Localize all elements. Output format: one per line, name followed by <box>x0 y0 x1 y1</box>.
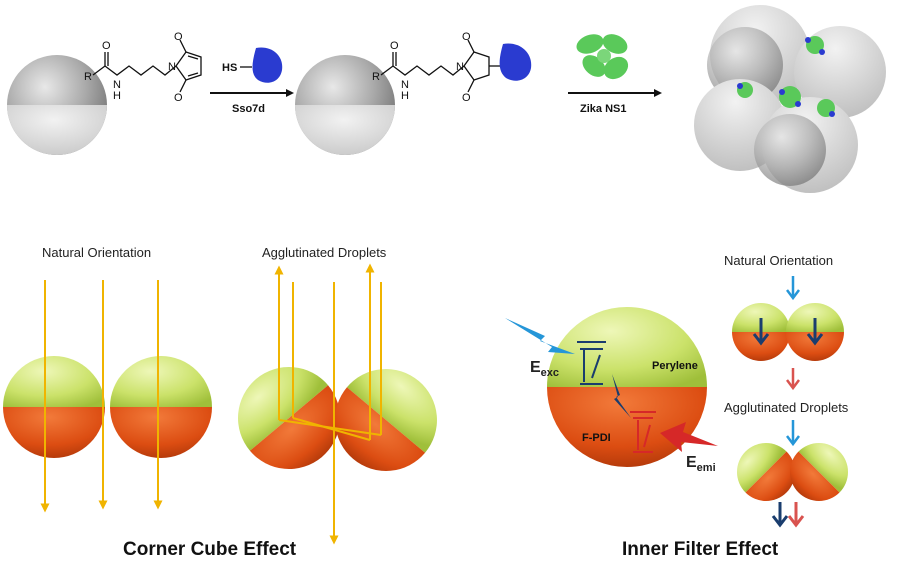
sso7d-label: Sso7d <box>232 103 265 115</box>
janus-droplet-tilted <box>334 369 437 471</box>
perylene-energy-levels <box>577 341 606 385</box>
incident-light-arrow <box>786 420 800 447</box>
natural-orientation-label: Natural Orientation <box>724 253 833 268</box>
ns1-bound-icon <box>737 36 835 117</box>
fpdi-energy-levels <box>630 411 656 453</box>
chem-n: N <box>113 79 121 91</box>
janus-droplet-tilted-small <box>737 443 795 501</box>
output-arrows <box>771 502 805 528</box>
absorbed-light-arrow <box>752 318 824 346</box>
inner-filter-panel: Eexc Perylene F-PDI Eemi Natural Orienta… <box>505 253 849 560</box>
e-exc-label: Eexc <box>530 359 559 379</box>
bead-aggregate <box>694 5 886 193</box>
chem-r: R <box>372 71 380 83</box>
corner-cube-title: Corner Cube Effect <box>123 539 297 560</box>
chem-n: N <box>456 61 464 73</box>
perylene-fpdi-droplet <box>547 307 707 467</box>
chem-n: N <box>168 61 176 73</box>
janus-droplet-tilted-small <box>790 443 848 501</box>
chem-o: O <box>390 40 399 52</box>
chem-h: H <box>113 90 121 102</box>
janus-droplet <box>110 356 212 458</box>
janus-droplet-small <box>786 303 844 361</box>
agglutinated-droplets-label: Agglutinated Droplets <box>724 400 849 415</box>
zika-ns1-label: Zika NS1 <box>580 103 626 115</box>
light-ray-arrows <box>40 280 163 513</box>
corner-cube-panel: Natural Orientation Agglutinated Droplet… <box>3 245 437 560</box>
natural-orientation-label: Natural Orientation <box>42 245 151 260</box>
sso7d-drop-icon <box>499 43 532 81</box>
gray-bead <box>295 55 395 155</box>
chem-n: N <box>401 79 409 91</box>
sso7d-drop-icon <box>252 47 283 83</box>
inner-filter-title: Inner Filter Effect <box>622 539 779 560</box>
janus-droplet <box>3 356 105 458</box>
fpdi-label: F-PDI <box>582 432 611 444</box>
agglutinated-droplets-label: Agglutinated Droplets <box>262 245 387 260</box>
conjugated-linker <box>380 39 500 93</box>
emission-lightning-icon <box>660 422 718 452</box>
chem-o: O <box>102 40 111 52</box>
incident-light-arrow <box>786 276 800 301</box>
chem-o: O <box>174 92 183 104</box>
janus-droplet-tilted <box>238 367 341 469</box>
perylene-label: Perylene <box>652 360 698 372</box>
chem-o: O <box>462 92 471 104</box>
chem-h: H <box>401 90 409 102</box>
janus-droplet-small <box>732 303 790 361</box>
chem-r: R <box>84 71 92 83</box>
gray-bead <box>7 55 107 155</box>
excitation-lightning-icon <box>505 318 575 354</box>
maleimide-linker <box>92 39 202 93</box>
chem-o: O <box>174 31 183 43</box>
hs-label: HS <box>222 62 237 74</box>
zika-ns1-protein-icon <box>576 34 629 80</box>
e-emi-label: Eemi <box>686 454 716 474</box>
chem-o: O <box>462 31 471 43</box>
retroreflected-ray-arrows <box>274 263 382 545</box>
transition-arrow <box>786 368 800 391</box>
top-scheme: R O N H N O O HS Sso7d R O N H N O <box>7 5 886 193</box>
